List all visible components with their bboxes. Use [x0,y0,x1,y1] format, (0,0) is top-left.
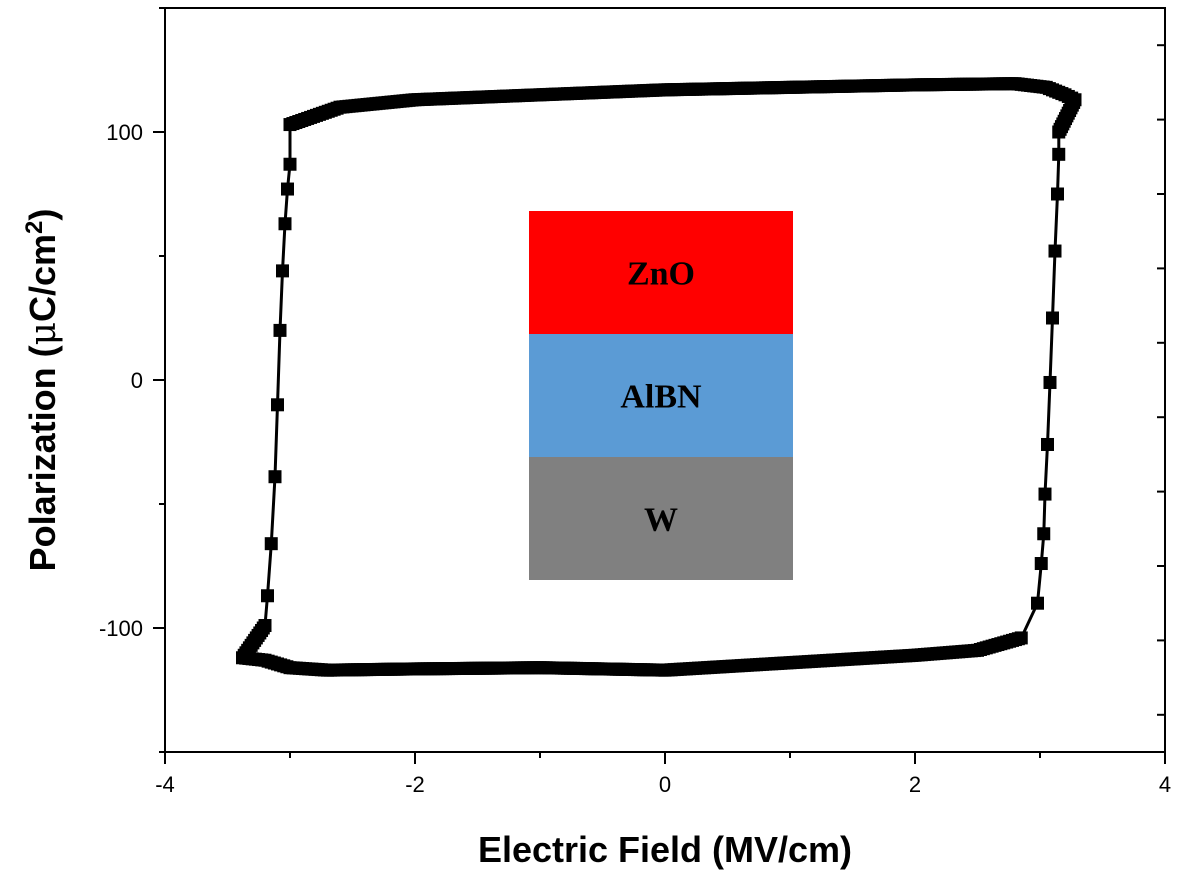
data-point [281,182,294,196]
data-point [1051,187,1064,201]
data-point [261,589,274,603]
data-point [1052,125,1066,139]
data-point [273,323,287,337]
data-markers [236,77,1082,677]
data-point [1037,527,1051,541]
x-axis-title: Electric Field (MV/cm) [478,829,852,870]
y-axis-title-mu: μ [23,322,64,345]
layer-label-albn: AlBN [620,379,702,416]
layer-stack-inset: ZnO AlBN W [529,211,793,580]
data-point [1038,487,1052,501]
data-point [271,398,284,412]
y-axis-title-sup: 2 [21,221,48,234]
data-point [1046,311,1059,325]
y-axis-title-close: ) [22,209,63,221]
y-tick-label: 100 [106,120,143,145]
data-point [276,264,289,278]
layer-box-zno [529,211,793,334]
y-axis-title: Polarization (μC/cm2) [21,209,65,572]
y-axis-title-unit: C/cm [22,234,63,322]
x-tick-label: -4 [155,772,175,797]
x-tick-label: 0 [659,772,671,797]
data-point [283,157,297,171]
data-point [1043,375,1057,389]
x-tick-label: 4 [1159,772,1171,797]
data-point [258,619,272,633]
data-point [1048,244,1062,258]
x-tick-label: -2 [405,772,425,797]
layer-label-w: W [644,502,678,539]
data-point [268,470,282,484]
y-axis-title-main: Polarization ( [22,345,63,571]
data-point [1052,147,1066,161]
layer-box-albn [529,334,793,457]
x-tick-label: 2 [909,772,921,797]
axis-tick-labels: -4 -2 0 2 4 -100 0 100 [99,120,1171,797]
y-tick-label: -100 [99,616,143,641]
data-point [1041,437,1054,451]
y-tick-label: 0 [131,368,143,393]
axis-ticks [153,7,1166,764]
data-point [278,217,292,231]
data-point [1031,596,1044,610]
layer-label-zno: ZnO [627,256,695,293]
data-point [1034,557,1048,571]
data-point [264,537,278,551]
layer-box-w [529,457,793,580]
